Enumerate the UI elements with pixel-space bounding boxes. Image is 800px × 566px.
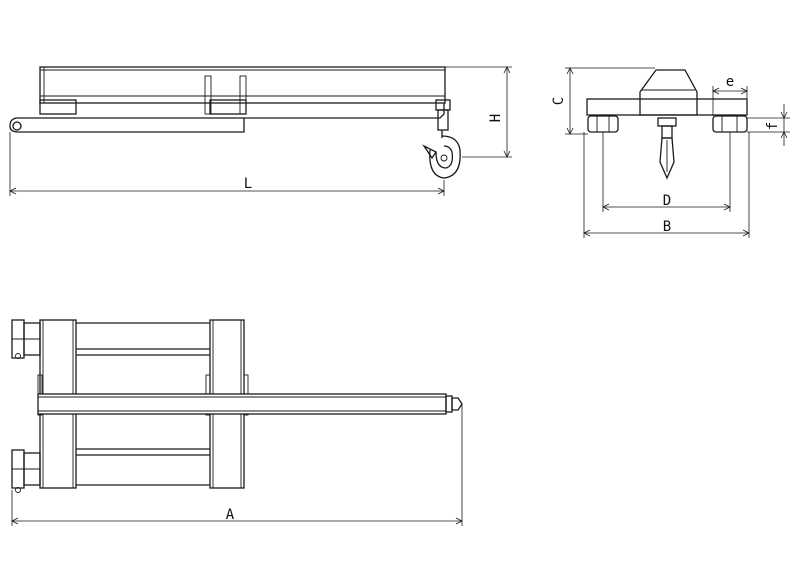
top-dim-a [11, 404, 463, 526]
top-end-bracket-lower [11, 449, 41, 493]
end-dim-c [565, 67, 655, 135]
end-dim-e [712, 86, 748, 116]
top-main-boom [37, 393, 463, 415]
dim-label-e: e [726, 74, 734, 90]
side-dim-h [445, 66, 512, 158]
side-view: H L [9, 66, 512, 196]
top-view: A [11, 319, 463, 526]
side-lower-rail [18, 103, 445, 119]
side-hook [422, 99, 461, 179]
end-view: C e f D [551, 67, 790, 238]
side-fork-pocket-left [39, 99, 77, 115]
end-fork-pocket-left [587, 115, 619, 133]
top-cross-tubes [76, 322, 210, 486]
end-crossbeam [586, 98, 748, 116]
side-boom-body [39, 66, 446, 104]
end-dim-f [747, 104, 790, 146]
dim-label-c: C [551, 97, 567, 105]
dim-label-b: B [663, 219, 671, 235]
dim-label-h: H [488, 114, 504, 122]
end-dim-d [602, 132, 731, 212]
end-hook [657, 117, 677, 180]
dim-label-d: D [663, 193, 671, 209]
side-fork-pocket-right [209, 99, 247, 115]
dim-label-a: A [226, 507, 235, 523]
end-fork-pocket-right [712, 115, 748, 133]
dim-label-l: L [244, 176, 252, 192]
side-bracket-1 [204, 75, 212, 115]
top-end-bracket-upper [11, 319, 41, 359]
end-boom-profile [639, 69, 698, 116]
side-bracket-2 [239, 75, 247, 115]
end-dim-b [583, 132, 750, 238]
dim-label-f: f [765, 122, 781, 130]
side-pin-hole [12, 121, 22, 131]
side-dim-l [9, 132, 445, 196]
